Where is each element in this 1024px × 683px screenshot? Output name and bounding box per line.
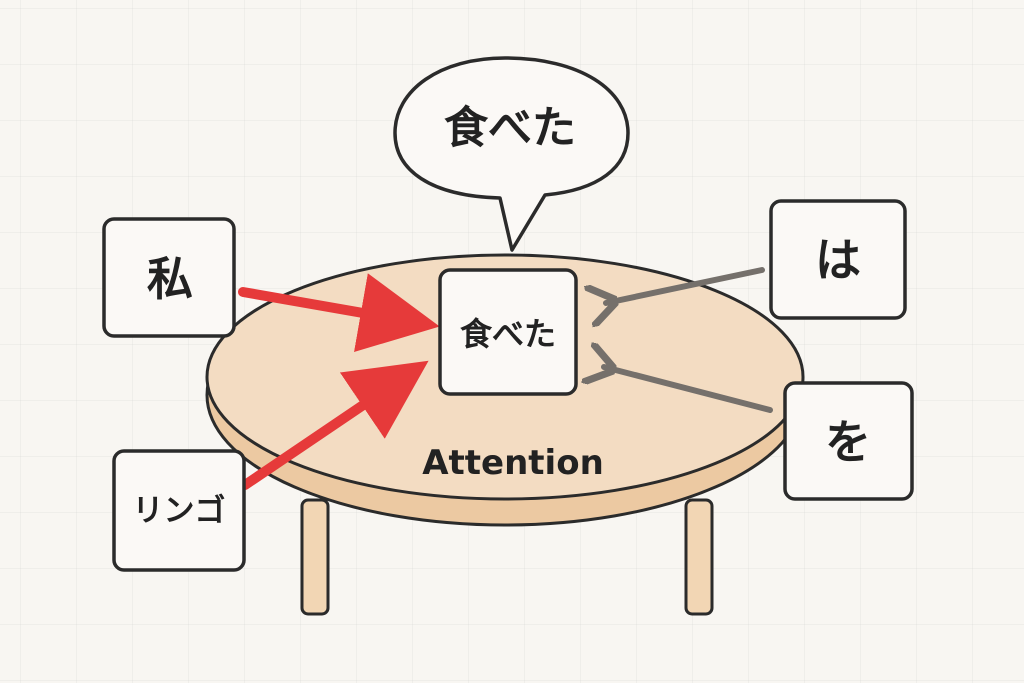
speech-bubble: 食べた [393,56,630,252]
arrow-watashi-to-center [238,273,440,353]
word-card-text: は [815,233,861,287]
table-leg-right [684,498,714,616]
table-leg-left [300,498,330,616]
word-card-box [769,199,907,320]
center-word-card: 食べた [438,268,578,396]
word-card-ringo: リンゴ [112,449,246,572]
word-card-box [112,449,246,572]
word-card-ha: は [769,199,907,320]
word-card-wo: を [783,381,914,501]
word-card-text: リンゴ [133,493,226,529]
center-card-box [438,268,578,396]
word-card-text: を [825,415,871,469]
speech-bubble-shape [393,56,630,252]
table-label: Attention [422,443,604,483]
word-card-watashi: 私 [102,217,236,338]
word-card-box [783,381,914,501]
center-word-text: 食べた [460,315,556,353]
table-legs [300,498,714,616]
arrow-ringo-to-center [240,360,429,490]
speech-bubble-text: 食べた [444,103,576,154]
word-card-text: 私 [147,252,193,306]
word-card-box [102,217,236,338]
attention-arrows [238,267,773,490]
arrow-ha-to-center [606,267,765,303]
arrow-wo-to-center [604,367,773,413]
